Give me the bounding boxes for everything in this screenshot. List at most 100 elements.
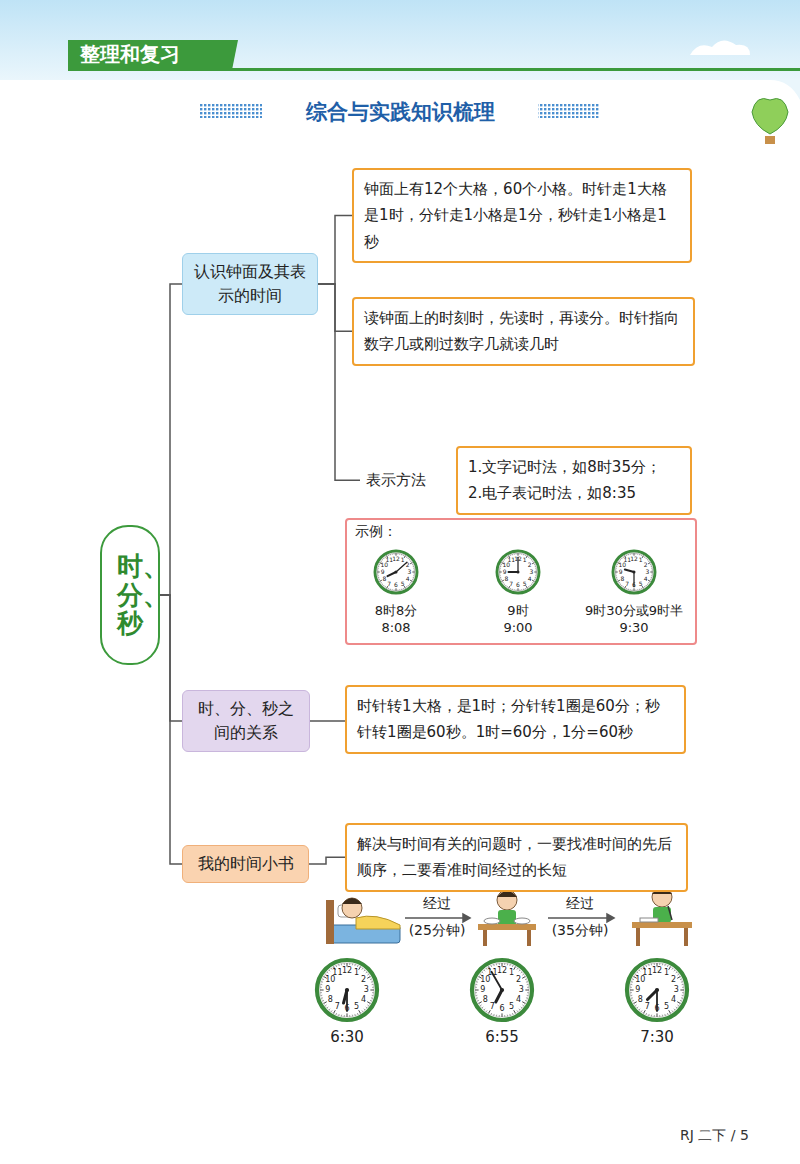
time-caption: 8时8分 (331, 602, 461, 620)
clock-tick (381, 583, 383, 585)
clock-tick (412, 579, 413, 581)
clock-numeral: 12 (388, 556, 404, 562)
child-in-bed (326, 898, 400, 944)
clock-tick (635, 590, 636, 591)
clock-tick (531, 559, 533, 561)
clock-tick (409, 559, 411, 561)
clock-tick (677, 1005, 678, 1006)
clock-tick (637, 589, 638, 590)
clock-tick (637, 554, 638, 555)
clock-tick (522, 1005, 523, 1006)
clock-tick (651, 568, 652, 569)
note-text: 读钟面上的时刻时，先读时，再读分。时针指向数字几或刚过数字几就读几时 (364, 305, 683, 358)
clock-tick (504, 963, 505, 965)
clock-tick (338, 1014, 340, 1016)
branch-topic: 我的时间小书 (182, 845, 309, 883)
clock-tick (534, 572, 537, 573)
clock-tick (320, 990, 324, 991)
clock-tick (681, 981, 683, 983)
clock-tick (630, 990, 634, 991)
clock-tick (514, 1010, 516, 1013)
clock-tick (677, 1002, 680, 1004)
clock-tick (372, 992, 374, 993)
clock-tick (616, 577, 617, 578)
clock-tick (475, 990, 479, 991)
clock-tick (527, 992, 529, 993)
clock-tick (648, 1014, 650, 1016)
clock-tick (641, 968, 642, 969)
clock-tick (390, 554, 391, 555)
clock-tick (388, 555, 390, 556)
clock-tick (536, 570, 537, 571)
clock-tick (651, 964, 652, 966)
clock-tick (641, 1010, 642, 1011)
clock-tick (414, 570, 415, 571)
clock-tick (639, 970, 640, 971)
clock-tick (370, 1000, 372, 1002)
clock-tick (617, 564, 618, 566)
clock-tick (500, 568, 501, 569)
clock-tick (676, 972, 677, 973)
clock-tick (672, 968, 673, 969)
clock-tick (403, 555, 405, 556)
clock-tick (522, 1002, 525, 1004)
clock-tick (521, 554, 522, 555)
clock-tick (503, 559, 505, 561)
clock-numeral: 8 (498, 576, 514, 582)
clock-tick (615, 570, 616, 571)
clock-tick (516, 553, 517, 554)
clock-tick (507, 1015, 508, 1017)
clock-tick (325, 974, 326, 975)
clock-tick (512, 589, 513, 590)
clock-tick (674, 1009, 675, 1010)
clock-numeral: 8 (632, 996, 648, 1004)
clock-tick (500, 577, 501, 578)
clock-tick (493, 1014, 495, 1016)
clock-tick (532, 580, 534, 581)
duration-label: (25分钟) (377, 922, 497, 940)
clock-tick (635, 553, 636, 554)
clock-numeral: 2 (522, 562, 538, 568)
clock-tick (321, 981, 323, 983)
clock-tick (399, 554, 400, 555)
clock-tick (632, 1000, 634, 1002)
clock-inner (475, 963, 529, 1017)
clock-tick (341, 1015, 342, 1017)
clock-tick (322, 979, 324, 981)
method-line: 1.文字记时法，如8时35分； (468, 454, 680, 480)
clock-tick (631, 997, 633, 999)
clock-tick (647, 583, 649, 585)
clock-tick (354, 1014, 356, 1016)
clock-tick (619, 559, 621, 561)
clock-rim (613, 551, 655, 593)
minute-hand (396, 562, 407, 572)
clock-tick (377, 570, 378, 571)
duration-label: (35分钟) (520, 922, 640, 940)
clock-tick (501, 564, 502, 566)
time-caption: 9时 (453, 602, 583, 620)
clock-numeral: 10 (477, 976, 493, 984)
clock-tick (412, 564, 413, 566)
clock-tick (372, 984, 374, 985)
clock-tick (321, 995, 323, 996)
clock-tick (414, 573, 415, 574)
clock-tick (651, 1015, 652, 1017)
clock-tick (344, 963, 345, 965)
clock-numeral: 12 (339, 967, 355, 975)
clock-tick (394, 553, 395, 554)
clock-tick (529, 557, 531, 559)
digital-time: 9:30 (569, 620, 699, 635)
clock-tick (615, 573, 616, 574)
clock-tick (512, 965, 514, 967)
note-box: 钟面上有12个大格，60个小格。时针走1大格是1时，分针走1小格是1分，秒针走1… (352, 168, 692, 263)
clock-tick (646, 1013, 648, 1015)
clock-time: 6:55 (442, 1028, 562, 1046)
clock-numeral: 8 (614, 576, 630, 582)
clock-tick (325, 1005, 326, 1006)
branch-text: 时、分、秒之间的关系 (191, 697, 301, 745)
branch-line (160, 595, 182, 721)
clock-tick (519, 1009, 520, 1010)
clock-tick (482, 972, 483, 973)
example-box: 示例：8时8分8:089时9:009时30分或9时半9:301234567891… (345, 518, 697, 645)
clock-tick (484, 1009, 485, 1010)
